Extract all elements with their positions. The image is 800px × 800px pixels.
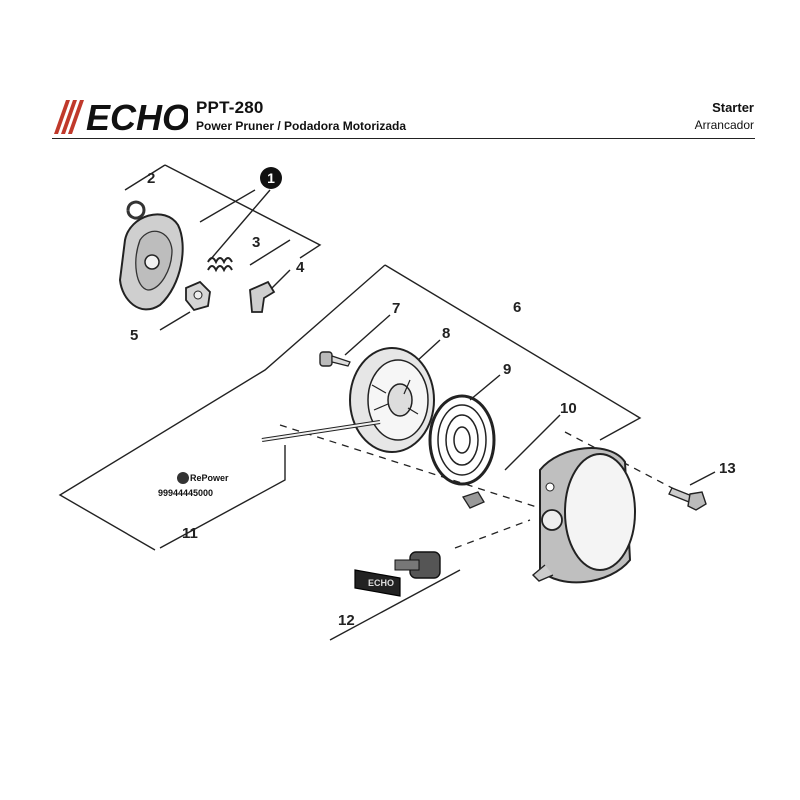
echo-logo: ECHO <box>54 97 188 136</box>
callout-9: 9 <box>503 361 511 378</box>
pawl-cover-part <box>118 213 184 311</box>
callout-2: 2 <box>147 170 155 187</box>
svg-text:RePower: RePower <box>190 473 229 483</box>
reel-part <box>349 347 435 453</box>
callout-7: 7 <box>392 300 400 317</box>
model-subtitle: Power Pruner / Podadora Motorizada <box>196 119 407 133</box>
callout-5: 5 <box>130 327 138 344</box>
section-subtitle: Arrancador <box>694 118 754 132</box>
callout-4: 4 <box>296 259 305 276</box>
starter-rope-part <box>261 420 381 442</box>
rope-guide-part <box>462 491 485 509</box>
callout-10: 10 <box>560 400 577 417</box>
nut-part <box>185 280 211 312</box>
svg-text:1: 1 <box>267 170 275 186</box>
svg-text:ECHO: ECHO <box>368 578 394 588</box>
starter-handle-part: ECHO <box>354 551 441 597</box>
e-ring-part <box>126 200 146 220</box>
starter-case-part <box>531 447 636 584</box>
callout-3: 3 <box>252 234 260 251</box>
pawl-part <box>249 280 276 313</box>
rope-label: RePower 99944445000 <box>158 472 229 498</box>
bolt-part <box>668 487 707 511</box>
callout-11: 11 <box>182 525 198 542</box>
model-title: PPT-280 <box>196 98 264 117</box>
callout-12: 12 <box>338 612 355 629</box>
callout-6: 6 <box>513 299 521 316</box>
page-header: ECHO PPT-280 Power Pruner / Podadora Mot… <box>0 0 800 140</box>
callout-8: 8 <box>442 325 450 342</box>
recoil-spring-part <box>428 394 496 486</box>
spring-part <box>207 257 233 273</box>
svg-text:99944445000: 99944445000 <box>158 488 213 498</box>
svg-text:ECHO: ECHO <box>86 97 188 136</box>
section-title: Starter <box>712 100 754 115</box>
leader-lines <box>58 164 716 641</box>
screw-part <box>319 351 351 367</box>
callout-13: 13 <box>719 460 736 477</box>
header-rule <box>52 138 755 139</box>
callout-1: 1 <box>260 167 282 189</box>
